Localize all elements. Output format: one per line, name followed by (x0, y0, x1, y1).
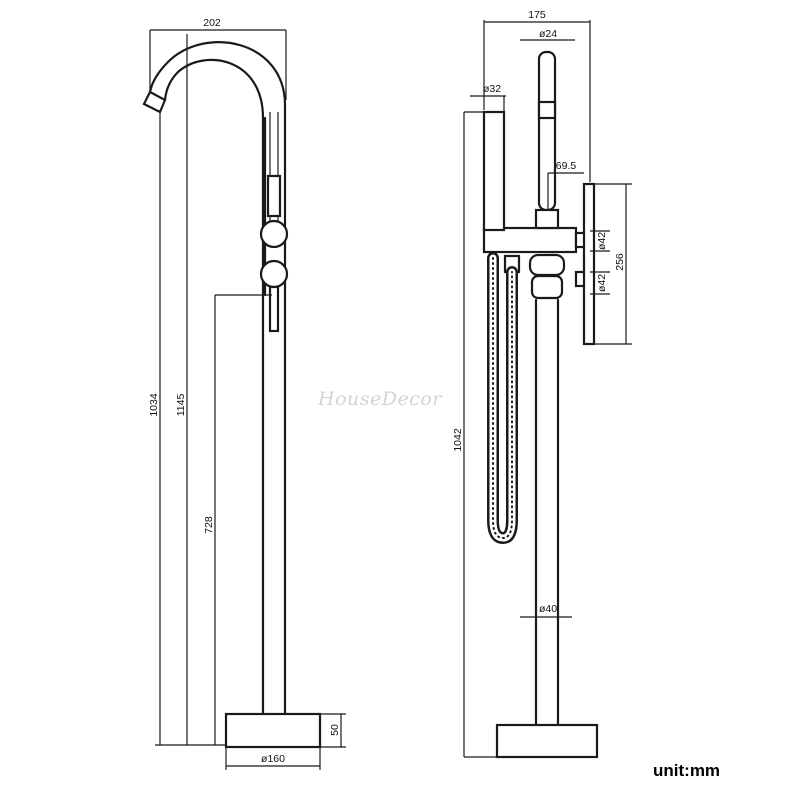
dim-depth-label: 175 (528, 9, 546, 21)
right-rod-connector (534, 208, 560, 230)
left-gooseneck-outer (148, 41, 287, 107)
watermark: HouseDecor (317, 388, 443, 410)
dim-height-handle-label: 728 (203, 516, 215, 534)
dim-depth: 175 (483, 9, 591, 182)
left-spout-tip (142, 90, 167, 114)
right-handle-plate (582, 182, 596, 346)
dim-handle-upper-diameter-label: ø42 (596, 232, 608, 250)
left-view: 202 1034 1145 728 50 (142, 17, 346, 770)
right-lower-body (528, 253, 566, 277)
right-base-plate (495, 723, 599, 759)
unit-label: unit:mm (653, 761, 720, 780)
dim-handle-span-label: 256 (614, 253, 626, 271)
dim-base-height: 50 (320, 713, 346, 748)
dim-handshower-diameter: ø32 (470, 83, 506, 112)
dim-column-diameter: ø40 (520, 603, 572, 618)
dim-right-height: 1042 (452, 111, 497, 758)
dim-shower-rod-diameter-label: ø24 (539, 28, 557, 40)
dim-base-diameter-label: ø160 (261, 753, 285, 765)
dim-spout-reach-label: 202 (203, 17, 221, 29)
left-lower-handle (259, 259, 289, 289)
dim-handle-span: 256 (594, 183, 632, 345)
dim-right-height-label: 1042 (452, 428, 464, 452)
left-rod-collar (266, 174, 282, 218)
right-lower-collar (530, 274, 564, 300)
dim-shower-rod-diameter: ø24 (520, 28, 575, 41)
dim-height-total: 1145 (175, 34, 188, 745)
dim-base-height-label: 50 (329, 724, 341, 736)
right-rod-band (537, 100, 557, 120)
dim-base-diameter: ø160 (225, 747, 321, 770)
right-handshower (482, 110, 506, 232)
right-view: 175 ø24 ø32 69.5 ø42 ø42 (452, 9, 632, 759)
dim-handle-upper-diameter: ø42 (590, 230, 610, 252)
dim-handle-lower-diameter-label: ø42 (596, 274, 608, 292)
left-lower-lever (268, 285, 280, 333)
left-gooseneck-inner (163, 58, 265, 120)
dim-handle-lower-diameter: ø42 (590, 271, 610, 295)
dim-handle-offset-label: 69.5 (556, 160, 577, 172)
dim-height-spout-top: 1034 (148, 110, 226, 746)
dim-height-handle: 728 (203, 294, 272, 745)
right-valve-body (482, 226, 578, 254)
dim-height-total-label: 1145 (175, 394, 187, 417)
left-upper-handle (259, 219, 289, 249)
dim-height-spout-top-label: 1034 (148, 393, 160, 417)
right-shower-rod (537, 50, 557, 212)
dim-handle-offset: 69.5 (547, 160, 584, 210)
dim-spout-reach: 202 (149, 17, 287, 100)
left-base-plate (224, 712, 322, 749)
dim-handshower-diameter-label: ø32 (483, 83, 501, 95)
dim-column-diameter-label: ø40 (539, 603, 557, 615)
